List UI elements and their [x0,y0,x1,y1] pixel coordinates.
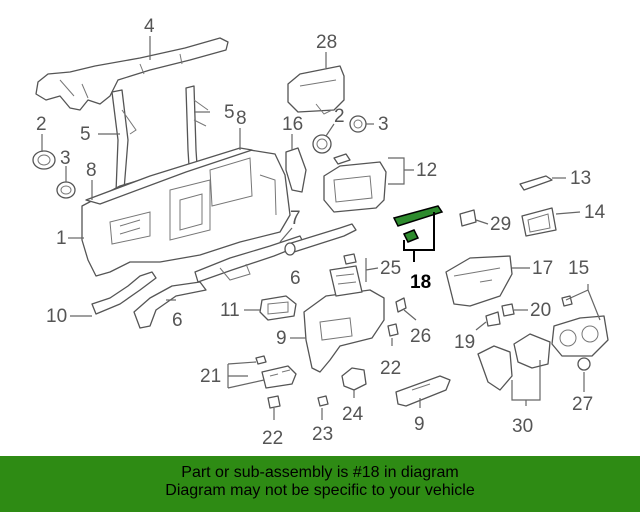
part-25-switch-panel [329,253,363,297]
callout-24: 24 [342,404,364,425]
part-4-support-beam [35,37,229,111]
callout-3-left: 3 [60,148,71,169]
callout-20: 20 [530,300,551,321]
callout-5-right: 5 [224,102,235,123]
callout-26: 26 [410,326,431,347]
callout-21: 21 [200,366,221,387]
part-6-right-duct [284,223,357,256]
part-6-lower-duct [133,281,207,329]
part-21-switch-bezel [255,355,297,389]
part-3-left-vent [56,181,76,199]
part-12-cluster-hood [323,153,387,213]
part-2-left-vent [32,150,56,170]
part-27-knob [577,357,591,371]
callout-13: 13 [570,168,591,189]
part-28-airbag [287,65,345,115]
callout-29: 29 [490,214,511,235]
part-14-panel [521,207,557,237]
part-5-left-bracket [111,89,137,193]
callout-2-left: 2 [36,114,47,135]
callout-30: 30 [512,416,533,437]
callout-8-right: 8 [236,108,247,129]
part-18-highlighted [392,205,444,243]
part-1-instrument-panel [81,147,291,277]
part-15-instrument-cluster [551,295,609,357]
callout-22-right: 22 [380,358,401,379]
callout-2-right: 2 [334,106,345,127]
callout-15: 15 [568,258,589,279]
part-17-glove-box [445,255,513,307]
part-13-trim-strip [519,175,553,191]
part-10-lower-duct [91,271,157,315]
callout-9-lower: 9 [414,414,425,435]
info-banner: Part or sub-assembly is #18 in diagram D… [0,456,640,512]
part-22-clip-b [267,395,281,409]
part-24-cup-holder [341,367,367,391]
part-3-right-vent [349,115,367,133]
callout-8-left: 8 [86,160,97,181]
part-30-lower-panels [477,333,551,391]
callout-27: 27 [572,394,593,415]
banner-line-1: Part or sub-assembly is #18 in diagram [181,464,459,481]
callout-23: 23 [312,424,333,445]
callout-17: 17 [532,258,553,279]
callout-5-left: 5 [80,124,91,145]
callout-14: 14 [584,202,606,223]
part-16-side-cover [285,147,307,193]
part-11-switch-housing [259,295,297,321]
callout-11: 11 [220,300,240,321]
callout-22-lower: 22 [262,428,283,449]
part-29-clip [459,209,477,227]
callout-12: 12 [416,160,437,181]
banner-line-2: Diagram may not be specific to your vehi… [165,482,475,499]
part-23-screw [317,395,329,407]
callout-1: 1 [56,228,67,249]
part-26-clip [395,297,407,313]
part-9-lower-cover [395,375,451,407]
callout-3-right: 3 [378,114,389,135]
leader-lines [41,36,601,420]
callout-7: 7 [290,208,301,229]
callout-18: 18 [410,272,431,293]
callout-19: 19 [454,332,475,353]
callout-4: 4 [144,16,155,37]
part-19-latch [485,311,501,327]
part-2-right-vent [312,134,332,154]
callout-25: 25 [380,258,401,279]
callout-28: 28 [316,32,337,53]
callout-16: 16 [282,114,303,135]
part-20-latch [501,303,515,317]
callout-6-lower: 6 [172,310,183,331]
callout-10: 10 [46,306,67,327]
part-22-clip-a [387,323,399,337]
exploded-parts-diagram: 4 28 2 3 5 5 8 8 16 2 3 12 13 1 7 29 14 … [32,16,609,449]
part-9-center-bezel [303,289,385,373]
callout-6-right: 6 [290,268,301,289]
callout-9-bezel: 9 [276,328,287,349]
